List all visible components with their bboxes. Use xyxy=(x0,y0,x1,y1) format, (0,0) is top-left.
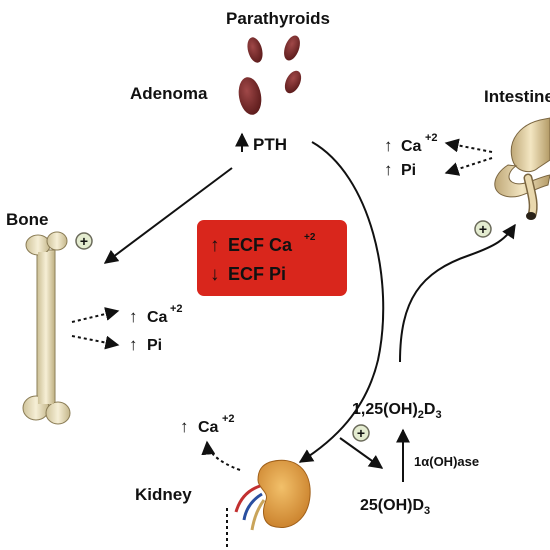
pth-label: PTH xyxy=(253,135,287,154)
bone-label: Bone xyxy=(6,210,49,229)
kidney-ca-label: Ca xyxy=(198,419,219,436)
intestine-pi-label: Pi xyxy=(401,162,416,179)
kidney-output: ↑ Ca +2 xyxy=(180,413,241,471)
parathyroid-glands xyxy=(238,35,302,115)
kidney-ca-arrow: ↑ xyxy=(180,417,189,436)
bone-ca-superscript: +2 xyxy=(170,303,183,315)
bone-graphic xyxy=(22,231,71,425)
kidney-ca-superscript: +2 xyxy=(222,413,235,425)
adenoma-label: Adenoma xyxy=(130,84,208,103)
intestine-ca-arrow: ↑ xyxy=(384,136,393,155)
plus-sign: + xyxy=(80,233,88,249)
parathyroid-gland xyxy=(247,37,263,63)
dashed-arrow-icon xyxy=(201,440,241,471)
dashed-arrow-icon xyxy=(71,335,120,350)
intestine-outputs: ↑ Ca +2 ↑ Pi xyxy=(384,132,493,179)
plus-circle-intestine: + xyxy=(474,220,492,238)
vitamin-d-to-intestine-arrow xyxy=(399,223,516,363)
kidney-label: Kidney xyxy=(135,485,192,504)
pth-label-group: PTH xyxy=(235,132,287,154)
ecf-status-box: ↑ ECF Ca +2 ↓ ECF Pi xyxy=(197,220,347,296)
kidney-activation-arrow xyxy=(339,437,384,469)
parathyroid-gland xyxy=(284,35,300,61)
bone-ca-label: Ca xyxy=(147,309,168,326)
precursor-vitamin-d-label: 25(OH)D3 xyxy=(360,497,430,517)
intestine-ca-superscript: +2 xyxy=(425,132,438,144)
intestine-pi-arrow: ↑ xyxy=(384,160,393,179)
parathyroid-gland xyxy=(284,70,302,94)
plus-circle-bone: + xyxy=(75,232,93,250)
plus-sign: + xyxy=(357,425,365,441)
dashed-arrow-icon xyxy=(444,138,493,153)
bone-outputs: ↑ Ca +2 ↑ Pi xyxy=(71,303,183,354)
bone-ca-arrow: ↑ xyxy=(129,307,138,326)
ecf-ca-arrow: ↑ xyxy=(210,235,220,256)
intestine-graphic xyxy=(494,117,550,220)
dashed-arrow-icon xyxy=(444,157,493,176)
intestine-label: Intestine xyxy=(484,87,550,106)
ecf-box-background xyxy=(197,220,347,296)
intestine-ca-label: Ca xyxy=(401,138,422,155)
active-vitamin-d-label: 1,25(OH)2D3 xyxy=(352,401,442,421)
ecf-ca-superscript: +2 xyxy=(304,232,316,243)
dashed-arrow-icon xyxy=(71,307,120,323)
ecf-pi-arrow: ↓ xyxy=(210,264,220,285)
parathyroids-label: Parathyroids xyxy=(226,9,330,28)
bone-pi-arrow: ↑ xyxy=(129,335,138,354)
pth-to-bone-arrow xyxy=(103,167,233,264)
ecf-ca-label: ECF Ca xyxy=(228,235,293,255)
bone-pi-label: Pi xyxy=(147,337,162,354)
kidney-graphic xyxy=(226,459,311,550)
plus-sign: + xyxy=(479,221,487,237)
ecf-pi-label: ECF Pi xyxy=(228,264,286,284)
plus-circle-kidney: + xyxy=(352,424,370,442)
enzyme-label: 1α(OH)ase xyxy=(414,454,479,469)
adenoma-gland xyxy=(238,77,262,115)
pth-to-kidney-arrow xyxy=(298,141,385,463)
